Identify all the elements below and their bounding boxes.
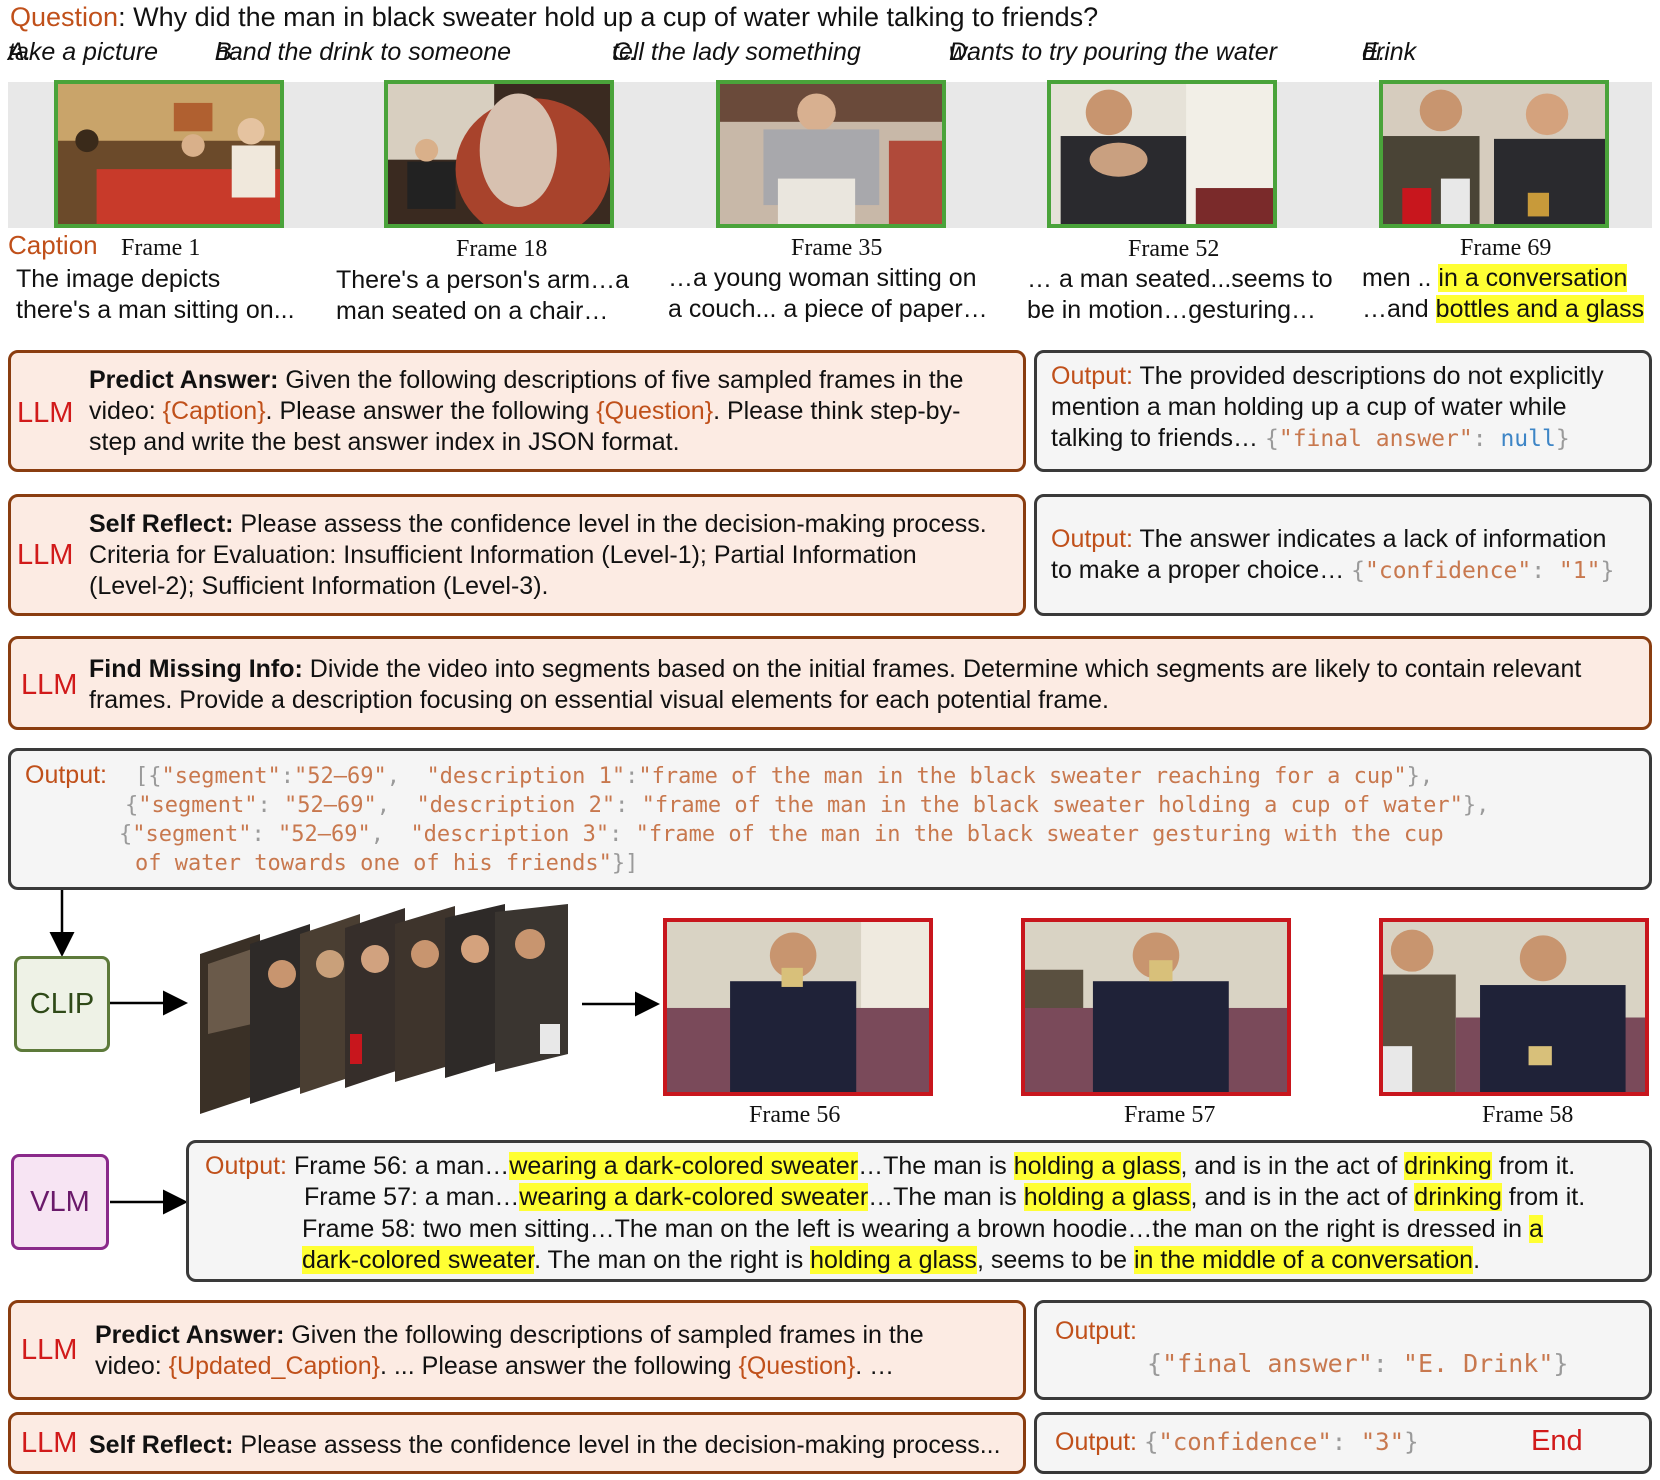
clip-box: CLIP <box>14 956 110 1052</box>
segment-item-2: {"segment": "52–69", "description 2": "f… <box>125 793 1490 818</box>
frame-35-thumbnail <box>716 80 946 228</box>
vlm-output-line-1: Output: Frame 56: a man…wearing a dark-c… <box>205 1152 1576 1180</box>
candidate-frame-4 <box>345 908 405 1088</box>
frame-18-label: Frame 18 <box>456 236 548 262</box>
question-text: Why did the man in black sweater hold up… <box>125 2 1099 32</box>
frame-52-label: Frame 52 <box>1128 236 1220 262</box>
question-line: Question: Why did the man in black sweat… <box>10 2 1099 32</box>
candidate-frame-5 <box>395 906 455 1082</box>
frame-69-thumbnail <box>1379 80 1609 228</box>
vlm-box: VLM <box>11 1154 109 1250</box>
self-reflect-final-box: LLM Self Reflect: Please assess the conf… <box>8 1412 1026 1474</box>
self-reflect-final-output-box: Output: {"confidence": "3"} End <box>1034 1412 1652 1474</box>
frame-58-thumbnail <box>1379 918 1649 1096</box>
frame-69-caption: men .. in a conversation …and bottles an… <box>1362 264 1645 323</box>
end-label: End <box>1531 1425 1583 1457</box>
vlm-output-line-2: Frame 57: a man…wearing a dark-colored s… <box>304 1183 1586 1211</box>
frame-57-label: Frame 57 <box>1124 1102 1216 1128</box>
llm-tag: LLM <box>21 1334 78 1366</box>
find-missing-info-prompt: Find Missing Info: Divide the video into… <box>89 655 1582 714</box>
llm-tag: LLM <box>17 539 74 571</box>
predict-answer-updated-prompt: Predict Answer: Given the following desc… <box>95 1321 924 1380</box>
frame-58-label: Frame 58 <box>1482 1102 1574 1128</box>
predict-answer-updated-output-label: Output: <box>1055 1317 1137 1345</box>
find-missing-info-box: LLM Find Missing Info: Divide the video … <box>8 636 1652 730</box>
vlm-output-line-3: Frame 58: two men sitting…The man on the… <box>302 1215 1543 1243</box>
self-reflect-output-box: Output: The answer indicates a lack of i… <box>1034 494 1652 616</box>
llm-tag: LLM <box>21 1427 78 1459</box>
candidate-frame-2 <box>250 924 310 1104</box>
segment-item-3: {"segment": "52–69", "description 3": "f… <box>119 822 1444 847</box>
segment-item-1: [{"segment":"52–69", "description 1":"fr… <box>135 764 1434 789</box>
segment-item-3-tail: of water towards one of his friends"}] <box>135 851 639 876</box>
self-reflect-final-prompt: Self Reflect: Please assess the confiden… <box>89 1431 1001 1459</box>
segment-output-box: Output: [{"segment":"52–69", "descriptio… <box>8 748 1652 890</box>
predict-answer-prompt: Predict Answer: Given the following desc… <box>89 366 964 456</box>
predict-answer-output: Output: The provided descriptions do not… <box>1051 362 1604 452</box>
frame-18-thumbnail <box>384 80 614 228</box>
predict-answer-updated-box: LLM Predict Answer: Given the following … <box>8 1300 1026 1400</box>
highlight-conversation: in a conversation <box>1438 264 1628 292</box>
vlm-output-box: Output: Frame 56: a man…wearing a dark-c… <box>186 1140 1652 1282</box>
caption-label: Caption <box>8 230 98 260</box>
llm-tag: LLM <box>17 397 74 429</box>
predict-answer-prompt-box: LLM Predict Answer: Given the following … <box>8 350 1026 472</box>
frame-1-label: Frame 1 <box>121 235 201 261</box>
frame-56-label: Frame 56 <box>749 1102 841 1128</box>
llm-tag: LLM <box>21 669 78 701</box>
frame-57-thumbnail <box>1021 918 1291 1096</box>
candidate-frame-1 <box>200 934 260 1114</box>
frame-1-thumbnail <box>54 80 284 228</box>
self-reflect-output: Output: The answer indicates a lack of i… <box>1051 525 1615 584</box>
frame-69-label: Frame 69 <box>1460 235 1552 261</box>
vlm-output-line-4: dark-colored sweater. The man on the rig… <box>302 1246 1481 1274</box>
predict-answer-updated-output: {"final answer": "E. Drink"} <box>1147 1349 1569 1378</box>
candidate-frame-7 <box>495 904 568 1072</box>
self-reflect-prompt-box: LLM Self Reflect: Please assess the conf… <box>8 494 1026 616</box>
highlight-bottles: bottles and a glass <box>1435 295 1645 323</box>
candidate-frame-6 <box>445 904 505 1078</box>
predict-answer-output-box: Output: The provided descriptions do not… <box>1034 350 1652 472</box>
segment-output-label: Output: <box>25 761 107 789</box>
self-reflect-prompt: Self Reflect: Please assess the confiden… <box>89 510 987 600</box>
frame-35-label: Frame 35 <box>791 235 883 261</box>
frame-56-thumbnail <box>663 918 933 1096</box>
frame-52-thumbnail <box>1047 80 1277 228</box>
self-reflect-final-output: Output: {"confidence": "3"} <box>1055 1428 1419 1456</box>
question-label: Question <box>10 2 119 32</box>
candidate-frame-stack <box>200 904 568 1114</box>
predict-answer-updated-output-box: Output: {"final answer": "E. Drink"} <box>1034 1300 1652 1400</box>
